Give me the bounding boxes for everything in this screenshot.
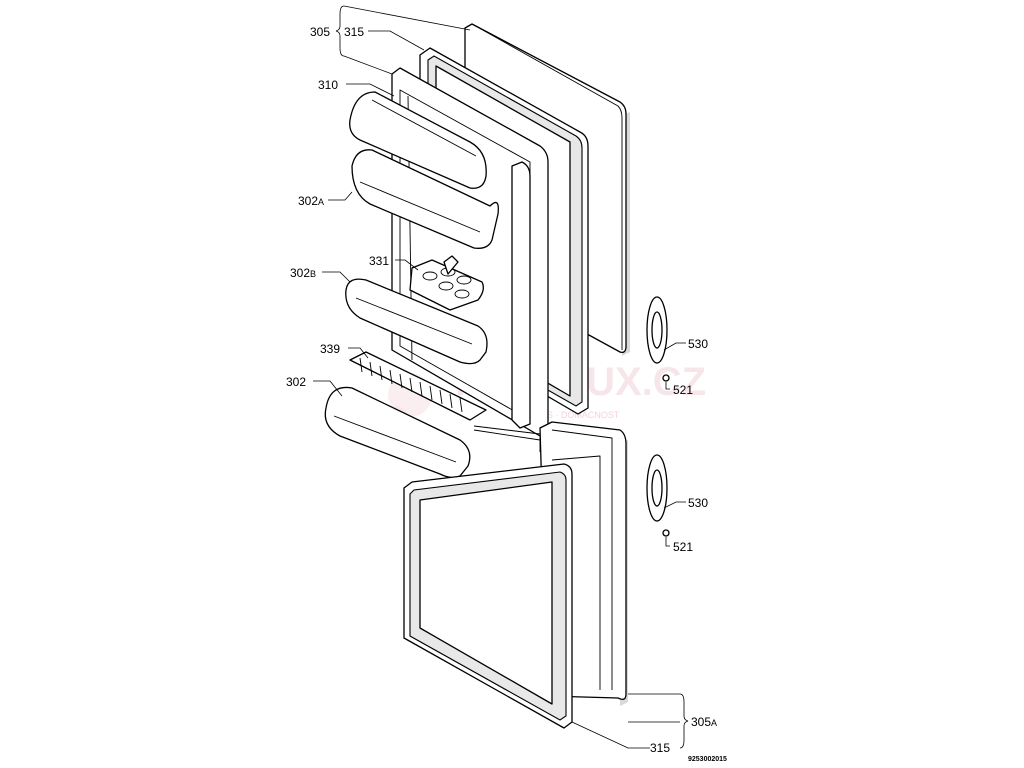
screw-upper <box>662 374 670 382</box>
screw-lower <box>662 529 670 537</box>
label-302a-suffix: A <box>318 197 324 207</box>
label-305: 305 <box>310 25 330 39</box>
label-302b: 302B <box>290 266 316 280</box>
hinge-cover-upper <box>646 296 668 364</box>
hinge-cover-lower <box>646 454 668 522</box>
bottle-rack-339 <box>349 351 487 421</box>
part-labels: 305 315 310 302A 331 302B 339 302 530 52… <box>286 25 727 763</box>
door-shelf-302b <box>345 278 488 365</box>
label-530-top: 530 <box>688 337 708 351</box>
label-310: 310 <box>318 78 338 92</box>
label-315-bottom: 315 <box>650 741 670 755</box>
label-302a-number: 302 <box>298 194 318 208</box>
label-305a: 305A <box>691 715 717 729</box>
label-302: 302 <box>286 375 306 389</box>
label-339: 339 <box>320 342 340 356</box>
label-521-top: 521 <box>673 383 693 397</box>
door-shelf-302a <box>349 91 499 249</box>
label-521-bottom: 521 <box>673 540 693 554</box>
leader-lines <box>313 5 689 749</box>
label-302b-suffix: B <box>310 269 316 279</box>
lower-door-inner-liner <box>473 425 601 690</box>
label-331: 331 <box>369 254 389 268</box>
watermark-subtext: SERVIS · DOMÁCNOST <box>520 410 620 420</box>
door-shelf-302 <box>324 386 471 479</box>
lower-door-gasket <box>403 463 573 729</box>
label-305a-suffix: A <box>711 718 717 728</box>
label-302a: 302A <box>298 194 324 208</box>
label-302b-number: 302 <box>290 266 310 280</box>
document-code: 9253002015 <box>688 756 727 763</box>
egg-tray-331 <box>409 255 484 311</box>
label-530-bottom: 530 <box>688 496 708 510</box>
label-315-top: 315 <box>344 25 364 39</box>
label-305a-number: 305 <box>691 715 711 729</box>
